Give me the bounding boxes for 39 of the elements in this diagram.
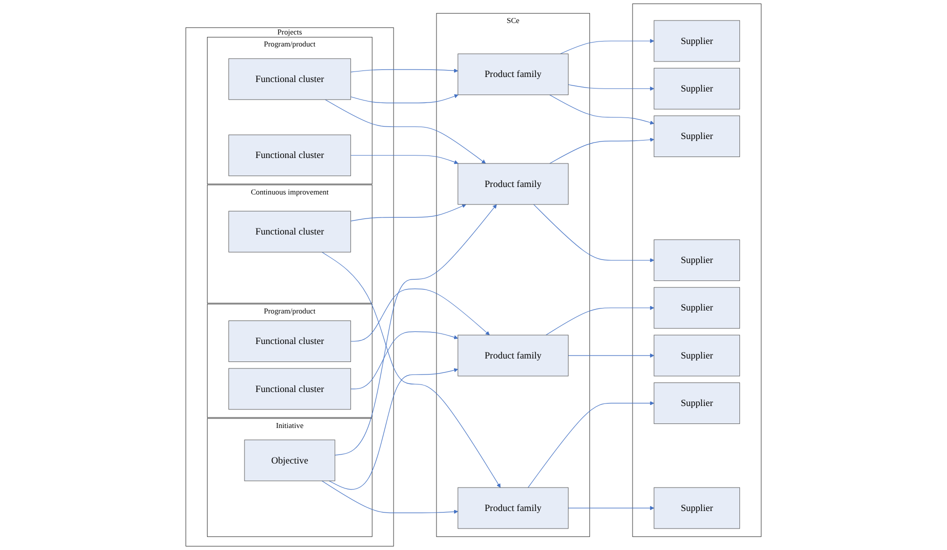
- node-box: Product family: [458, 334, 568, 376]
- node-box: Functional cluster: [228, 368, 351, 410]
- node-box: Supplier: [654, 287, 740, 329]
- arrow: [350, 68, 458, 73]
- arrow: [568, 506, 654, 510]
- cluster: [632, 4, 762, 537]
- arrow: [350, 331, 458, 390]
- arrow: [334, 204, 497, 456]
- node-box: Product family: [458, 54, 568, 96]
- node-box: Supplier: [654, 116, 740, 158]
- node-box: Functional cluster: [228, 134, 351, 176]
- arrow: [322, 480, 458, 514]
- node-box: Supplier: [654, 20, 740, 62]
- node-box: Product family: [458, 487, 568, 529]
- arrow: [350, 288, 490, 342]
- arrow: [528, 401, 654, 488]
- node-box: Objective: [244, 440, 336, 482]
- arrow: [549, 138, 654, 164]
- arrow: [546, 306, 654, 336]
- arrow: [533, 204, 654, 262]
- node-box: Supplier: [654, 487, 740, 529]
- arrow: [322, 252, 501, 488]
- node-box: Supplier: [654, 240, 740, 281]
- node-box: Functional cluster: [228, 320, 351, 362]
- node-box: Supplier: [654, 334, 740, 376]
- arrow: [350, 155, 458, 164]
- node-box: Supplier: [654, 68, 740, 110]
- arrow: [328, 368, 458, 490]
- arrow: [324, 99, 486, 164]
- arrow: [350, 204, 466, 222]
- arrow: [560, 38, 654, 54]
- arrow: [568, 84, 654, 91]
- node-box: Supplier: [654, 382, 740, 424]
- node-box: Product family: [458, 163, 568, 205]
- arrow: [568, 353, 654, 358]
- node-box: Functional cluster: [228, 210, 351, 252]
- arrow: [549, 94, 654, 125]
- node-box: Functional cluster: [228, 58, 351, 100]
- arrow: [350, 94, 458, 104]
